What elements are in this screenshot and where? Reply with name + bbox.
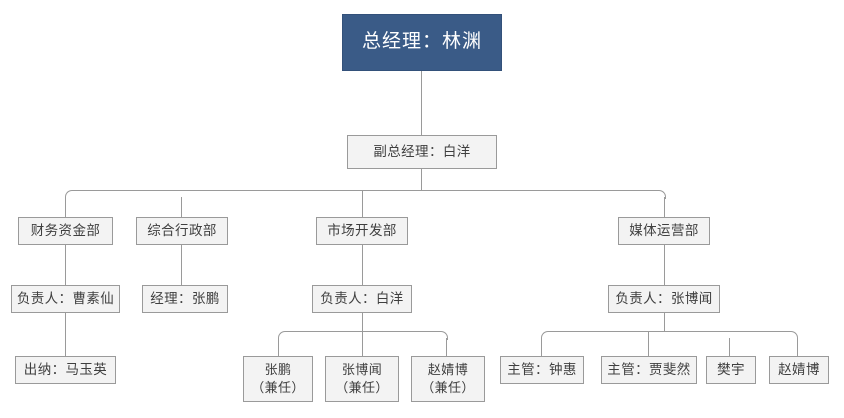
node-staff-media-2[interactable]: 主管：贾斐然 — [601, 356, 697, 384]
node-head-market[interactable]: 负责人：白洋 — [312, 285, 412, 313]
node-head-administration[interactable]: 经理：张鹏 — [142, 285, 228, 313]
node-staff-market-2[interactable]: 张博闻 （兼任） — [325, 356, 399, 402]
connector-drop-dept-3 — [362, 190, 363, 217]
node-department-finance[interactable]: 财务资金部 — [18, 217, 113, 245]
connector-drop-market-staff-3 — [446, 338, 447, 356]
node-staff-media-3[interactable]: 樊宇 — [706, 356, 756, 384]
connector-administration-to-head — [181, 245, 182, 285]
connector-drop-dept-2 — [181, 197, 182, 217]
connector-drop-dept-1 — [65, 197, 66, 217]
node-staff-media-4[interactable]: 赵婧博 — [769, 356, 829, 384]
connector-root-to-deputy — [421, 71, 422, 135]
connector-market-to-head — [362, 245, 363, 285]
connector-drop-media-staff-3 — [729, 338, 730, 356]
node-general-manager[interactable]: 总经理：林渊 — [342, 14, 502, 71]
node-head-media[interactable]: 负责人：张博闻 — [608, 285, 720, 313]
node-staff-media-1[interactable]: 主管：钟惠 — [500, 356, 584, 384]
connector-market-bus-right-corner — [439, 331, 448, 340]
connector-finance-head-to-staff — [65, 313, 66, 356]
node-deputy-general-manager[interactable]: 副总经理：白洋 — [347, 135, 497, 169]
connector-drop-media-staff-4 — [797, 338, 798, 356]
connector-media-bus-left-corner — [541, 331, 550, 340]
connector-drop-dept-4 — [664, 197, 665, 217]
connector-bus-right-corner — [657, 190, 666, 199]
node-staff-market-3[interactable]: 赵婧博 （兼任） — [411, 356, 485, 402]
connector-drop-market-staff-2 — [362, 331, 363, 356]
connector-drop-media-staff-1 — [541, 338, 542, 356]
connector-media-head-stem — [664, 313, 665, 331]
node-staff-cashier[interactable]: 出纳：马玉英 — [15, 356, 116, 384]
connector-department-bus — [72, 190, 658, 191]
connector-media-bus-right-corner — [789, 331, 798, 340]
connector-media-staff-bus — [548, 331, 790, 332]
node-department-market[interactable]: 市场开发部 — [316, 217, 408, 245]
node-staff-market-1[interactable]: 张鹏 （兼任） — [243, 356, 313, 402]
node-department-administration[interactable]: 综合行政部 — [136, 217, 228, 245]
connector-drop-media-staff-2 — [648, 331, 649, 356]
connector-market-bus-left-corner — [278, 331, 287, 340]
node-department-media[interactable]: 媒体运营部 — [618, 217, 710, 245]
node-head-finance[interactable]: 负责人：曹素仙 — [11, 285, 120, 313]
connector-media-to-head — [664, 245, 665, 285]
connector-market-head-stem — [362, 313, 363, 331]
connector-bus-left-corner — [65, 190, 74, 199]
connector-drop-market-staff-1 — [278, 338, 279, 356]
connector-finance-to-head — [65, 245, 66, 285]
connector-deputy-stem — [421, 169, 422, 190]
